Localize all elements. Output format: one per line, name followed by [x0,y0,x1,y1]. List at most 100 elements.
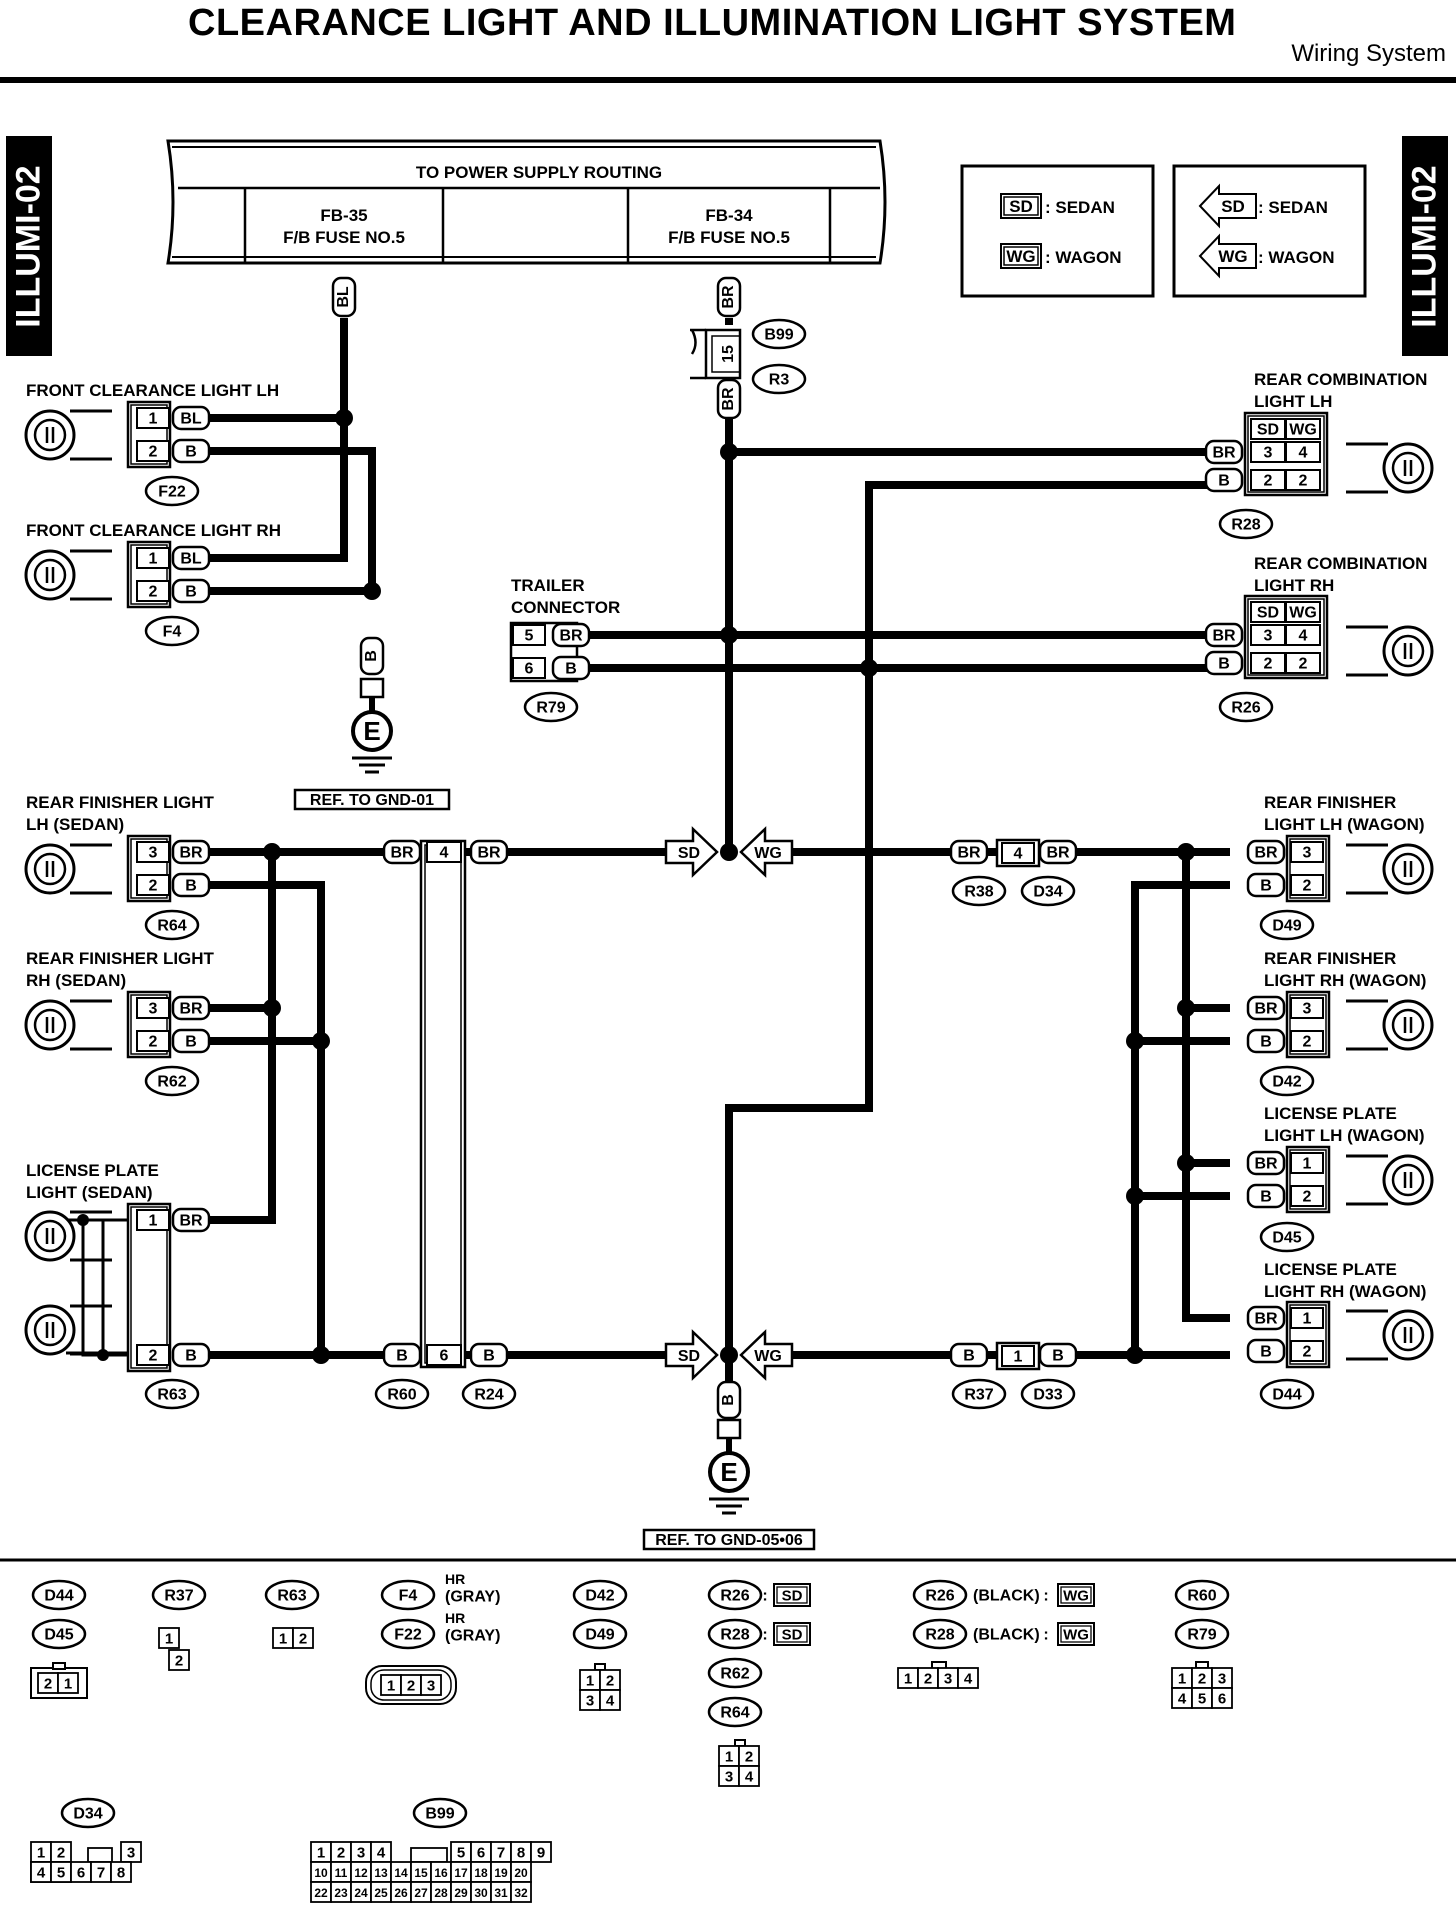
svg-text:4: 4 [377,1845,386,1862]
key-id-r60: R60 [1174,1579,1230,1611]
svg-text:2: 2 [1264,656,1273,673]
wire-color-tag: B [1246,1028,1286,1054]
svg-text:LIGHT RH (WAGON): LIGHT RH (WAGON) [1264,1282,1426,1301]
svg-text::: : [762,1588,767,1605]
svg-text:B: B [1218,473,1230,490]
svg-text:5: 5 [1198,1691,1206,1708]
svg-text:1: 1 [149,411,158,428]
svg-text:BL: BL [180,411,202,428]
svg-text:16: 16 [434,1866,448,1880]
svg-text:: SEDAN: : SEDAN [1258,198,1328,217]
svg-text:B99: B99 [425,1806,454,1823]
svg-text:D34: D34 [73,1806,102,1823]
svg-text:15: 15 [414,1866,428,1880]
wire-color-tag: B [171,578,211,604]
svg-text:2: 2 [149,1034,158,1051]
svg-text:D45: D45 [1272,1230,1301,1247]
connector-id-r79: R79 [523,691,579,723]
svg-text:3: 3 [1264,445,1273,462]
svg-text:29: 29 [454,1886,468,1900]
svg-text:5: 5 [457,1845,465,1862]
svg-text:SD: SD [782,1588,803,1605]
key-id-d44: D44 [31,1579,87,1611]
wire-color-tag: BR [949,839,989,865]
svg-text:R28: R28 [1231,517,1260,534]
svg-text:LIGHT LH (WAGON): LIGHT LH (WAGON) [1264,815,1425,834]
key-face-d34: 1234545678 [30,1841,142,1883]
svg-text:WG: WG [1063,1627,1089,1644]
svg-text:3: 3 [944,1671,952,1688]
svg-text:BR: BR [477,845,501,862]
svg-text:9: 9 [537,1845,545,1862]
svg-text:F22: F22 [394,1627,422,1644]
connector-id-b99: B99 [751,318,807,350]
svg-text:4: 4 [606,1693,615,1710]
key-id-r64: R64 [707,1696,763,1728]
svg-text:F22: F22 [158,484,186,501]
wire-color-tag: B [1246,1338,1286,1364]
svg-text:E: E [720,1457,737,1487]
svg-text:REAR FINISHER LIGHT: REAR FINISHER LIGHT [26,793,215,812]
svg-text:6: 6 [440,1348,449,1365]
wire-color-tag: BR [171,1207,211,1233]
key-id-f4: F4 [380,1579,436,1611]
key-id-r26-sd: R26 [707,1579,763,1611]
svg-text:4: 4 [1299,628,1308,645]
svg-text:BR: BR [179,1213,203,1230]
svg-text:F4: F4 [163,624,182,641]
svg-text:2: 2 [44,1676,52,1693]
svg-text:R26: R26 [925,1588,954,1605]
svg-text:BR: BR [390,845,414,862]
svg-text:4: 4 [1299,445,1308,462]
key-id-r63: R63 [264,1579,320,1611]
wire-color-tag: BL [171,405,211,431]
svg-text:2: 2 [57,1845,65,1862]
svg-text:FRONT CLEARANCE LIGHT RH: FRONT CLEARANCE LIGHT RH [26,521,281,540]
svg-text:LICENSE PLATE: LICENSE PLATE [26,1161,159,1180]
svg-text:REAR FINISHER: REAR FINISHER [1264,793,1396,812]
connector-id-d34: D34 [1020,875,1076,907]
svg-text:BR: BR [1254,1156,1278,1173]
connector-id-f22: F22 [144,475,200,507]
key-id-r28-sd: R28 [707,1618,763,1650]
wire-labels: BL BR BR B B [331,276,742,1420]
svg-text:: SEDAN: : SEDAN [1045,198,1115,217]
svg-text:RH (SEDAN): RH (SEDAN) [26,971,126,990]
key-id-r79: R79 [1174,1618,1230,1650]
svg-text:1: 1 [904,1671,912,1688]
svg-text:R37: R37 [164,1588,193,1605]
svg-text:2: 2 [149,1348,158,1365]
svg-text:REAR FINISHER LIGHT: REAR FINISHER LIGHT [26,949,215,968]
svg-text:BR: BR [1212,445,1236,462]
wire-color-tag: BL [171,545,211,571]
wire-color-tag: BR [1246,995,1286,1021]
connector-id-d33: D33 [1020,1378,1076,1410]
wire-color-tag: B [1038,1342,1078,1368]
svg-text:24: 24 [354,1886,368,1900]
svg-text:LIGHT LH: LIGHT LH [1254,392,1332,411]
svg-text:LIGHT (SEDAN): LIGHT (SEDAN) [26,1183,153,1202]
svg-text:D44: D44 [1272,1387,1301,1404]
svg-text:2: 2 [149,584,158,601]
fuse-fb34-name: F/B FUSE NO.5 [668,228,790,247]
svg-text:2: 2 [149,878,158,895]
svg-text:BR: BR [957,845,981,862]
svg-text:SD: SD [1221,197,1245,216]
wire-color-tag: B [171,438,211,464]
wire-color-tag: BR [171,995,211,1021]
svg-text:2: 2 [337,1845,345,1862]
connector-id-r3: R3 [751,363,807,395]
svg-text:R26: R26 [720,1588,749,1605]
svg-text:D45: D45 [44,1627,73,1644]
svg-text:17: 17 [454,1866,468,1880]
key-id-r62: R62 [707,1657,763,1689]
legend-box-arrows: SD : SEDAN WG : WAGON [1172,164,1367,298]
wire-color-tag: BR [1246,839,1286,865]
svg-text:4: 4 [745,1769,754,1786]
wire-color-tag: B [1246,872,1286,898]
